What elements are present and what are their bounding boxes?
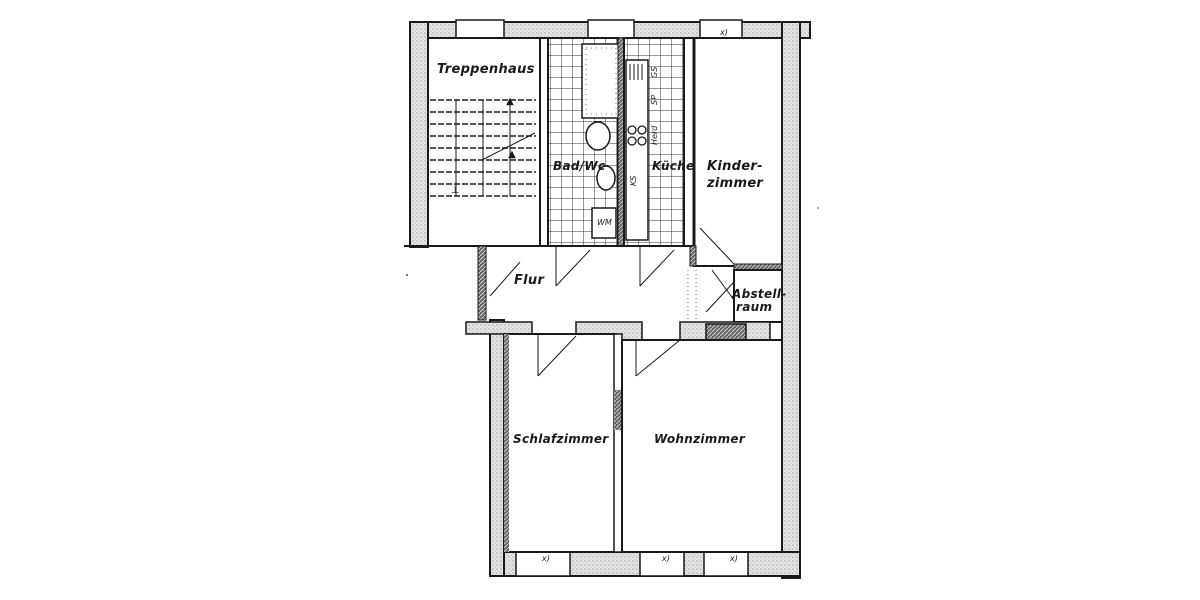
room-label-kueche: Küche <box>652 159 695 173</box>
room-label-kinderzimmer-line1: Kinder- <box>707 159 763 174</box>
svg-text:▲: ▲ <box>508 149 516 160</box>
fixture-label-herd: Herd <box>650 125 659 145</box>
fixture-label-ks: KS <box>629 175 638 186</box>
window-mark: x) <box>730 554 738 563</box>
window-mark: x) <box>542 554 550 563</box>
room-label-flur: Flur <box>514 273 545 288</box>
room-label-treppenhaus: Treppenhaus <box>437 62 535 77</box>
fixture-label-gs: GS <box>650 66 659 78</box>
room-label-abstellraum-line2: raum <box>736 300 773 314</box>
room-label-abstellraum-line1: Abstell- <box>732 287 787 301</box>
room-label-kinderzimmer-line2: zimmer <box>707 176 764 191</box>
room-label-schlafzimmer: Schlafzimmer <box>513 432 609 446</box>
svg-text:▲: ▲ <box>506 96 514 107</box>
window-mark: x) <box>662 554 670 563</box>
room-label-bad-wc: Bad/Wc <box>553 159 606 173</box>
svg-text:⊥: ⊥ <box>451 185 460 196</box>
fixture-label-sp: SP <box>650 95 659 105</box>
fixture-label-wm: WM <box>597 218 612 227</box>
window-mark: x) <box>720 28 728 37</box>
room-label-wohnzimmer: Wohnzimmer <box>654 432 746 446</box>
